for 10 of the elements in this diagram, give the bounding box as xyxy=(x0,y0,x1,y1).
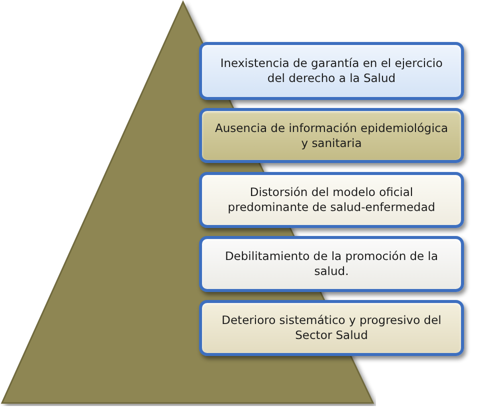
cause-box xyxy=(199,42,464,100)
cause-box xyxy=(199,236,464,292)
cause-text: Deterioro sistemático y progresivo del Sector Salud xyxy=(220,313,442,343)
cause-text: Distorsión del modelo oficial predominante de salud-enfermedad xyxy=(226,185,436,215)
cause-text: Inexistencia de garantía en el ejercicio del derecho a la Salud xyxy=(219,56,444,86)
cause-text: Debilitamiento de la promoción de la salud. xyxy=(224,249,440,279)
cause-box xyxy=(199,300,464,356)
cause-box xyxy=(199,172,464,228)
cause-box xyxy=(199,108,464,163)
cause-text: Ausencia de información epidemiológica y sanitaria xyxy=(214,120,450,150)
